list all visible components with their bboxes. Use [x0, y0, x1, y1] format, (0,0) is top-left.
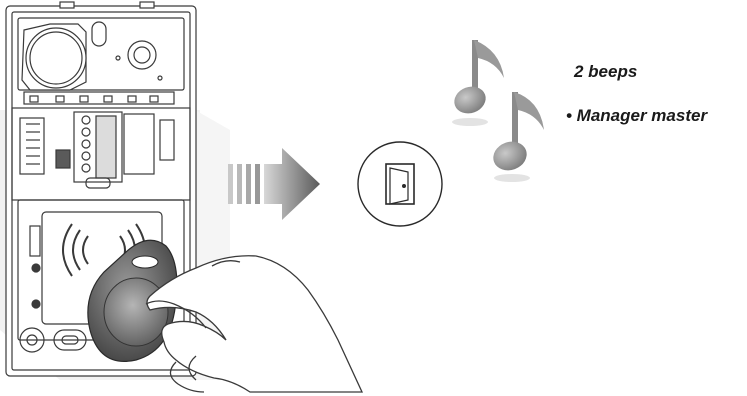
door-icon [358, 142, 442, 226]
manager-master-caption: • Manager master [566, 106, 707, 126]
beeps-caption: 2 beeps [574, 62, 637, 82]
music-notes-icon [451, 40, 544, 182]
right-arrow-icon [228, 148, 320, 220]
